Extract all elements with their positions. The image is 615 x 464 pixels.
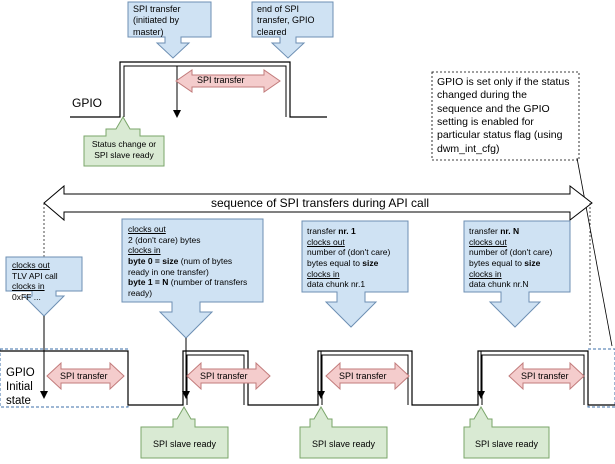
note-text: GPIO is set only if the status changed d… [437,76,569,156]
note-box [431,71,580,161]
callout-2-line-5: clocks in [307,268,340,279]
callout-0-text: clocks out TLV API call clocks in 0xFF .… [12,260,58,303]
slave-ready-label-1: SPI slave ready [152,439,217,449]
gpio-waveform-top-inner [123,65,287,117]
callout-3-line-4: bytes equal to size [469,258,552,269]
spi-transfer-label-1: SPI transfer [200,371,248,381]
callout-2-text: transfer nr. 1 clocks out number of (don… [307,226,390,290]
slave-ready-label-2: SPI slave ready [311,439,376,449]
spi-transfer-arrow-3 [508,361,585,391]
callout-spi-start-shape [127,1,212,59]
note-line-1: GPIO is set only if the status [437,76,570,88]
spi-transfer-label-2: SPI transfer [339,371,387,381]
spi-transfer-arrow-0 [46,361,125,391]
sequence-double-arrow [43,184,593,222]
gpio-initial-state-box-right [587,348,615,408]
callout-1-line-1: clocks out [128,224,166,234]
callout-3-size: size [524,257,541,268]
callout-1-line-2: 2 (don't care) bytes [128,234,201,245]
gpio-initial-line-2: Initial [6,380,33,393]
callout-spi-end-text: end of SPI transfer, GPIO cleared [257,4,315,38]
slave-ready-arrow-3-shape [463,406,550,459]
callout-3-line-1: transfer nr. N [469,226,552,237]
callout-1-byte1: byte 1 = N [128,277,169,288]
note-line-4: setting is enabled for [437,115,534,128]
callout-1-shape [121,218,264,339]
spi-transfer-label-0: SPI transfer [60,371,108,381]
gpio-label-top: GPIO [72,96,103,110]
callout-3-line-2: clocks out [469,236,507,247]
status-change-line-2: SPI slave ready [94,149,154,160]
callout-3-line-3: number of (don't care) [469,247,553,258]
callout-spi-start-line-3: master) [133,26,164,37]
callout-1-line-6: byte 1 = N (number of transfers [128,277,247,288]
callout-3-line-5: clocks in [469,268,502,279]
gpio-waveform-top [70,61,327,118]
status-change-line-1: Status change or [91,139,157,149]
callout-1-byte0: byte 0 = size [128,255,179,266]
gpio-initial-state-label: GPIO Initial state [6,367,35,408]
callout-3-shape [463,220,571,328]
spi-transfer-arrow-top [175,69,281,93]
callout-2-shape [301,220,409,328]
callout-spi-start-text: SPI transfer (initiated by master) [133,4,181,38]
slave-ready-arrow-1-shape [140,406,229,459]
callout-2-line-1: transfer nr. 1 [307,226,390,237]
callout-3-line-6: data chunk nr.N [469,279,529,290]
callout-2-transfer-nr: nr. 1 [338,226,356,236]
callout-2-bytes-equal: bytes equal to [307,257,363,268]
callout-0-shape [5,256,83,317]
callout-2-transfer-word: transfer [307,226,339,236]
callout-0-line-2: TLV API call [12,270,58,281]
callout-spi-end-line-3: cleared [257,26,287,37]
callout-1-text: clocks out 2 (don't care) bytes clocks i… [128,224,247,298]
callout-1-byte1-desc: (number of transfers [168,277,248,288]
callout-1-line-3: clocks in [128,245,161,256]
callout-0-line-1: clocks out [12,260,50,270]
spi-transfer-label-top: SPI transfer [197,75,245,85]
callout-2-size: size [362,257,379,268]
callout-1-line-5: ready in one transfer) [128,266,209,277]
note-line-6: dwm_int_cfg) [437,142,500,155]
callout-2-line-6: data chunk nr.1 [307,279,366,290]
spi-transfer-arrow-1 [186,361,271,391]
callout-1-line-7: ready) [128,287,153,298]
gpio-initial-line-1: GPIO [6,367,35,379]
callout-3-text: transfer nr. N clocks out number of (don… [469,226,552,290]
note-pointer-line [576,157,613,347]
callout-2-line-3: number of (don't care) [307,247,391,258]
gpio-waveform-bottom [0,350,615,406]
callout-1-byte0-desc: (num of bytes [178,255,233,266]
spi-transfer-arrow-2 [325,361,410,391]
callout-spi-end-line-1: end of SPI [257,4,300,14]
gpio-initial-line-3: state [6,394,31,407]
callout-3-transfer-nr: nr. N [500,226,520,236]
note-line-2: changed during the [437,89,527,102]
status-change-arrow-shape [83,116,165,167]
callout-0-line-4: 0xFF ... [12,291,41,302]
note-line-5: particular status flag (using [437,129,563,142]
status-change-text: Status change or SPI slave ready [84,139,164,160]
note-line-3: sequence and the GPIO [437,102,550,115]
callout-spi-start-line-2: (initiated by [133,15,180,26]
spi-transfer-label-3: SPI transfer [521,371,569,381]
sequence-label: sequence of SPI transfers during API cal… [210,196,430,210]
callout-2-line-2: clocks out [307,236,345,247]
slave-ready-label-3: SPI slave ready [474,439,539,449]
callout-spi-start-line-1: SPI transfer [133,4,181,14]
callout-3-bytes-equal: bytes equal to [469,257,525,268]
callout-2-line-4: bytes equal to size [307,258,390,269]
callout-0-line-3: clocks in [12,281,45,292]
slave-ready-arrow-2-shape [299,406,388,459]
callout-spi-end-line-2: transfer, GPIO [257,15,315,26]
callout-3-transfer-word: transfer [469,226,501,236]
callout-1-line-4: byte 0 = size (num of bytes [128,256,247,267]
callout-spi-end-shape [251,1,334,59]
